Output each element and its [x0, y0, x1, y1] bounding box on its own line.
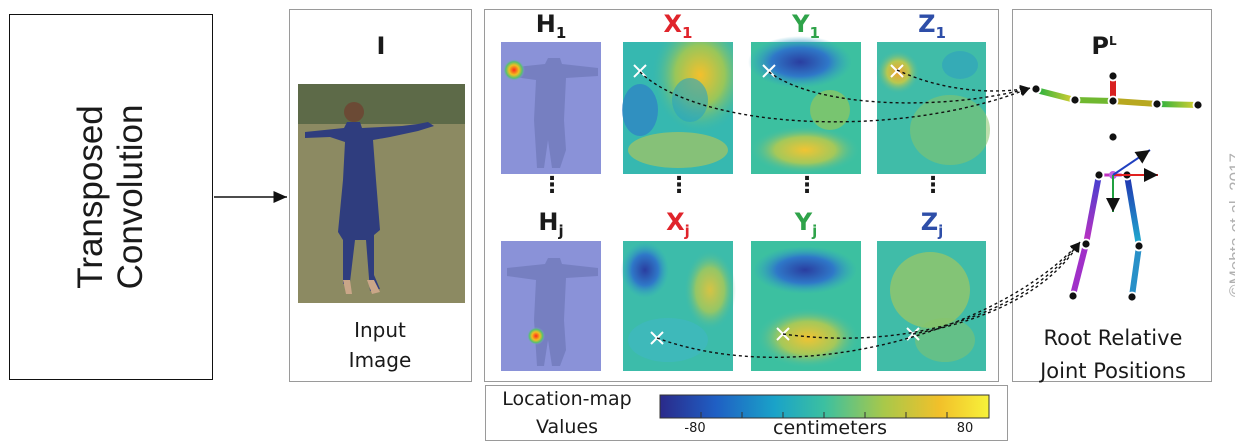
map-label-z-1: Z1 [892, 10, 972, 42]
bone-right-forearm [1156, 101, 1199, 108]
map-label-h-j: Hj [511, 208, 591, 240]
ellipsis-2: ⋮ [796, 173, 818, 198]
legend-min-label: -80 [684, 421, 706, 436]
transposed-convolution-box: Transposed Convolution [9, 14, 213, 380]
location-map-xj [621, 241, 736, 371]
location-map-yj [751, 241, 861, 371]
location-map-z1 [876, 42, 990, 174]
location-map-y1 [748, 36, 861, 174]
ellipsis-1: ⋮ [668, 173, 690, 198]
input-image-symbol: I [376, 32, 386, 60]
bone-right-upperarm [1112, 98, 1158, 107]
pose-symbol: PL [1074, 32, 1134, 60]
dashed-arrow-z1 [896, 69, 1031, 95]
heatmap-hj [501, 241, 601, 371]
axis-z-arrow [1112, 149, 1151, 176]
bone-left-thigh [1083, 174, 1102, 245]
map-label-x-1: X1 [638, 10, 718, 42]
input-image-caption: Input Image [325, 315, 435, 375]
map-label-subscript: j [684, 221, 690, 240]
marker-x1 [633, 64, 647, 78]
map-label-letter: H [535, 10, 556, 38]
credit-text: ©Mehta et al. 2017 [1226, 153, 1235, 297]
map-label-subscript: 1 [682, 23, 693, 42]
map-label-letter: Z [918, 10, 936, 38]
dashed-arrow-xj [656, 241, 1081, 358]
marker-y1 [762, 64, 776, 78]
bone-right-shin [1129, 245, 1142, 297]
legend-unit-label: centimeters [773, 417, 887, 439]
bone-right-thigh [1124, 174, 1142, 247]
pose-caption: Root Relative Joint Positions [1020, 322, 1206, 388]
dashed-arrow-x1 [639, 71, 1031, 123]
input-caption-line2: Image [348, 348, 412, 372]
location-map-zj [877, 241, 986, 371]
marker-z1 [890, 64, 904, 78]
legend-max-label: 80 [956, 421, 974, 436]
map-label-letter: Z [920, 208, 939, 236]
map-label-subscript: 1 [555, 23, 567, 42]
map-label-h-1: H1 [511, 10, 591, 42]
pose-caption-line1: Root Relative [1043, 326, 1183, 350]
pose-symbol-superscript: L [1108, 34, 1117, 48]
map-label-subscript: 1 [809, 23, 820, 42]
map-label-y-1: Y1 [766, 10, 846, 42]
map-label-letter: X [666, 208, 685, 236]
map-label-subscript: j [558, 221, 564, 240]
map-label-x-j: Xj [638, 208, 718, 240]
skeleton-pose [1030, 70, 1204, 303]
legend-title: Location-map Values [487, 385, 647, 441]
map-label-letter: Y [794, 208, 813, 236]
input-photo [298, 84, 465, 303]
heatmap-h1 [501, 42, 601, 174]
colorbar [659, 394, 990, 419]
input-caption-line1: Input [354, 318, 406, 342]
map-label-z-j: Zj [892, 208, 972, 240]
bone-left-shin [1070, 243, 1089, 296]
ellipsis-3: ⋮ [922, 173, 944, 198]
dashed-arrow-zj [912, 241, 1081, 335]
map-label-subscript: j [812, 221, 818, 240]
pose-symbol-letter: P [1091, 32, 1109, 60]
legend-title-line1: Location-map [502, 388, 632, 410]
dashed-arrow-y1 [768, 71, 1031, 104]
map-label-subscript: j [938, 221, 944, 240]
map-label-subscript: 1 [935, 23, 946, 42]
map-label-letter: H [538, 208, 559, 236]
map-label-y-j: Yj [766, 208, 846, 240]
dashed-arrows [639, 69, 1081, 358]
bone-left-upperarm [1074, 97, 1114, 104]
bone-left-forearm [1035, 87, 1076, 103]
legend-title-line2: Values [535, 416, 599, 438]
ellipsis-0: ⋮ [541, 173, 563, 198]
location-map-x1 [622, 42, 733, 174]
pose-caption-line2: Joint Positions [1040, 359, 1186, 383]
map-label-letter: Y [792, 10, 810, 38]
map-label-letter: X [663, 10, 683, 38]
